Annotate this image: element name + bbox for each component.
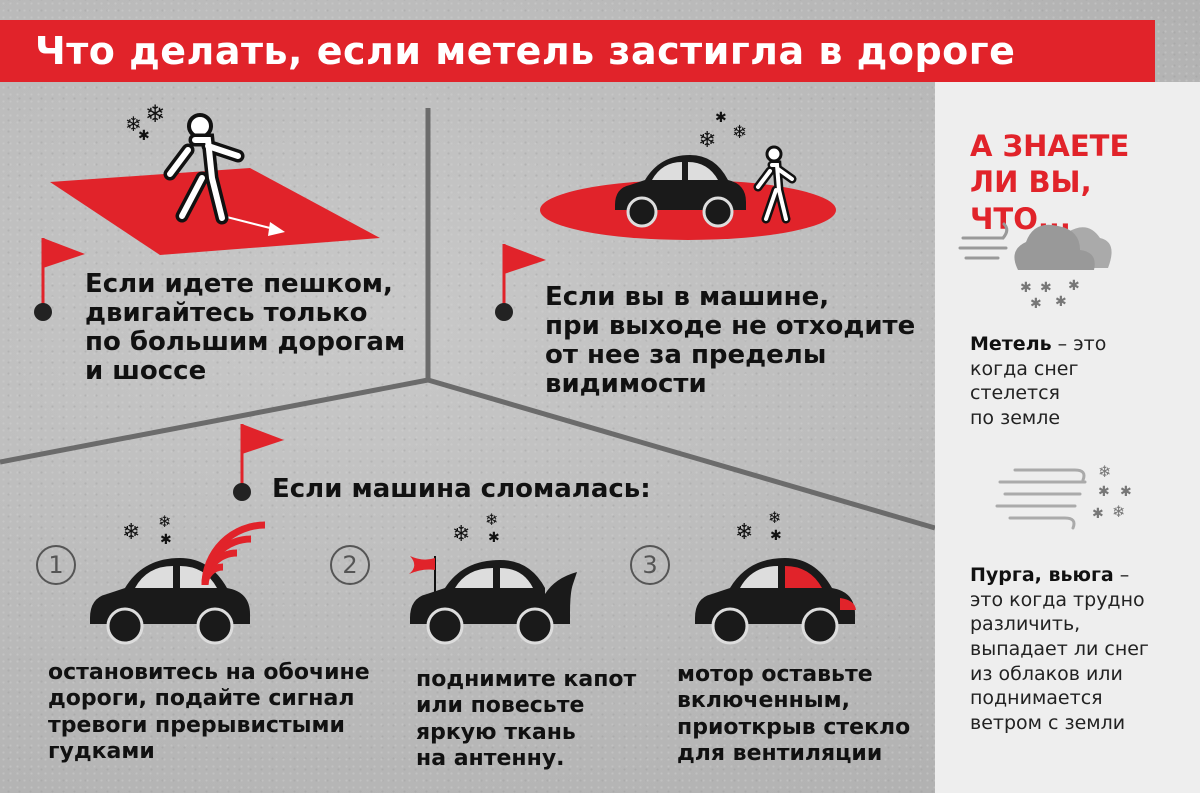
snowflake-icon: ❄ [158,512,172,531]
cloud-icon [958,222,1112,270]
broken-car-heading: Если машина сломалась: [272,474,651,504]
pedestrian-icon [753,145,797,224]
step-3-text: мотор оставьте включенным, приоткрыв сте… [677,662,911,767]
snowflake-icon: ✱ [1020,280,1032,296]
snowflake-icon: ✱ [1092,506,1104,522]
snowflake-icon: ❄ [122,520,141,545]
snowflake-icon: ✱ [1068,278,1080,294]
horn-signal-icon [201,521,266,586]
title-bar: Что делать, если метель застигла в дорог… [0,20,1155,82]
flag-icon [233,424,284,501]
step-1-text: остановитесь на обочине дороги, подайте … [48,660,370,765]
snowflake-icon: ❄ [125,112,142,136]
snowflake-icon: ❄ [145,100,166,128]
car-icon [695,558,856,645]
car-icon [615,155,746,228]
snowflake-icon: ✱ [1098,484,1110,500]
walking-advice: Если идете пешком, двигайтесь только по … [85,269,406,387]
sidebar-panel [935,82,1200,793]
snowflake-icon: ✱ [715,110,727,126]
step-number-1: 1 [36,545,76,585]
snowflake-icon: ❄ [698,128,717,153]
snowflake-icon: ❄ [485,510,499,529]
fact-blizzard: Метель – это когда снег стелется по земл… [970,333,1107,430]
snowflake-icon: ❄ [1112,502,1126,521]
snowflake-icon: ✱ [160,532,172,548]
snowflake-icon: ❄ [452,522,471,547]
snowflake-icon: ❄ [768,508,782,527]
snowflake-icon: ❄ [735,520,754,545]
snowflake-icon: ✱ [770,528,782,544]
step-number-3: 3 [630,545,670,585]
snowflake-icon: ❄ [732,122,748,143]
wind-icon [995,468,1087,530]
snowflake-icon: ✱ [488,530,500,546]
page-title: Что делать, если метель застигла в дорог… [35,29,1016,73]
fact-snowstorm: Пурга, вьюга – это когда трудно различит… [970,564,1149,735]
flag-icon [495,244,546,321]
snowflake-icon: ✱ [1040,280,1052,296]
snowflake-icon: ✱ [1030,296,1042,312]
snowflake-icon: ✱ [138,128,150,144]
snowflake-icon: ❄ [1098,462,1112,481]
pedestrian-icon [163,113,245,225]
in-car-advice: Если вы в машине, при выходе не отходите… [545,282,916,400]
snowflake-icon: ✱ [1055,294,1067,310]
flag-icon [34,238,85,321]
step-number-2: 2 [330,545,370,585]
step-2-text: поднимите капот или повесьте яркую ткань… [416,667,637,772]
snowflake-icon: ✱ [1120,484,1132,500]
car-icon [409,556,577,645]
